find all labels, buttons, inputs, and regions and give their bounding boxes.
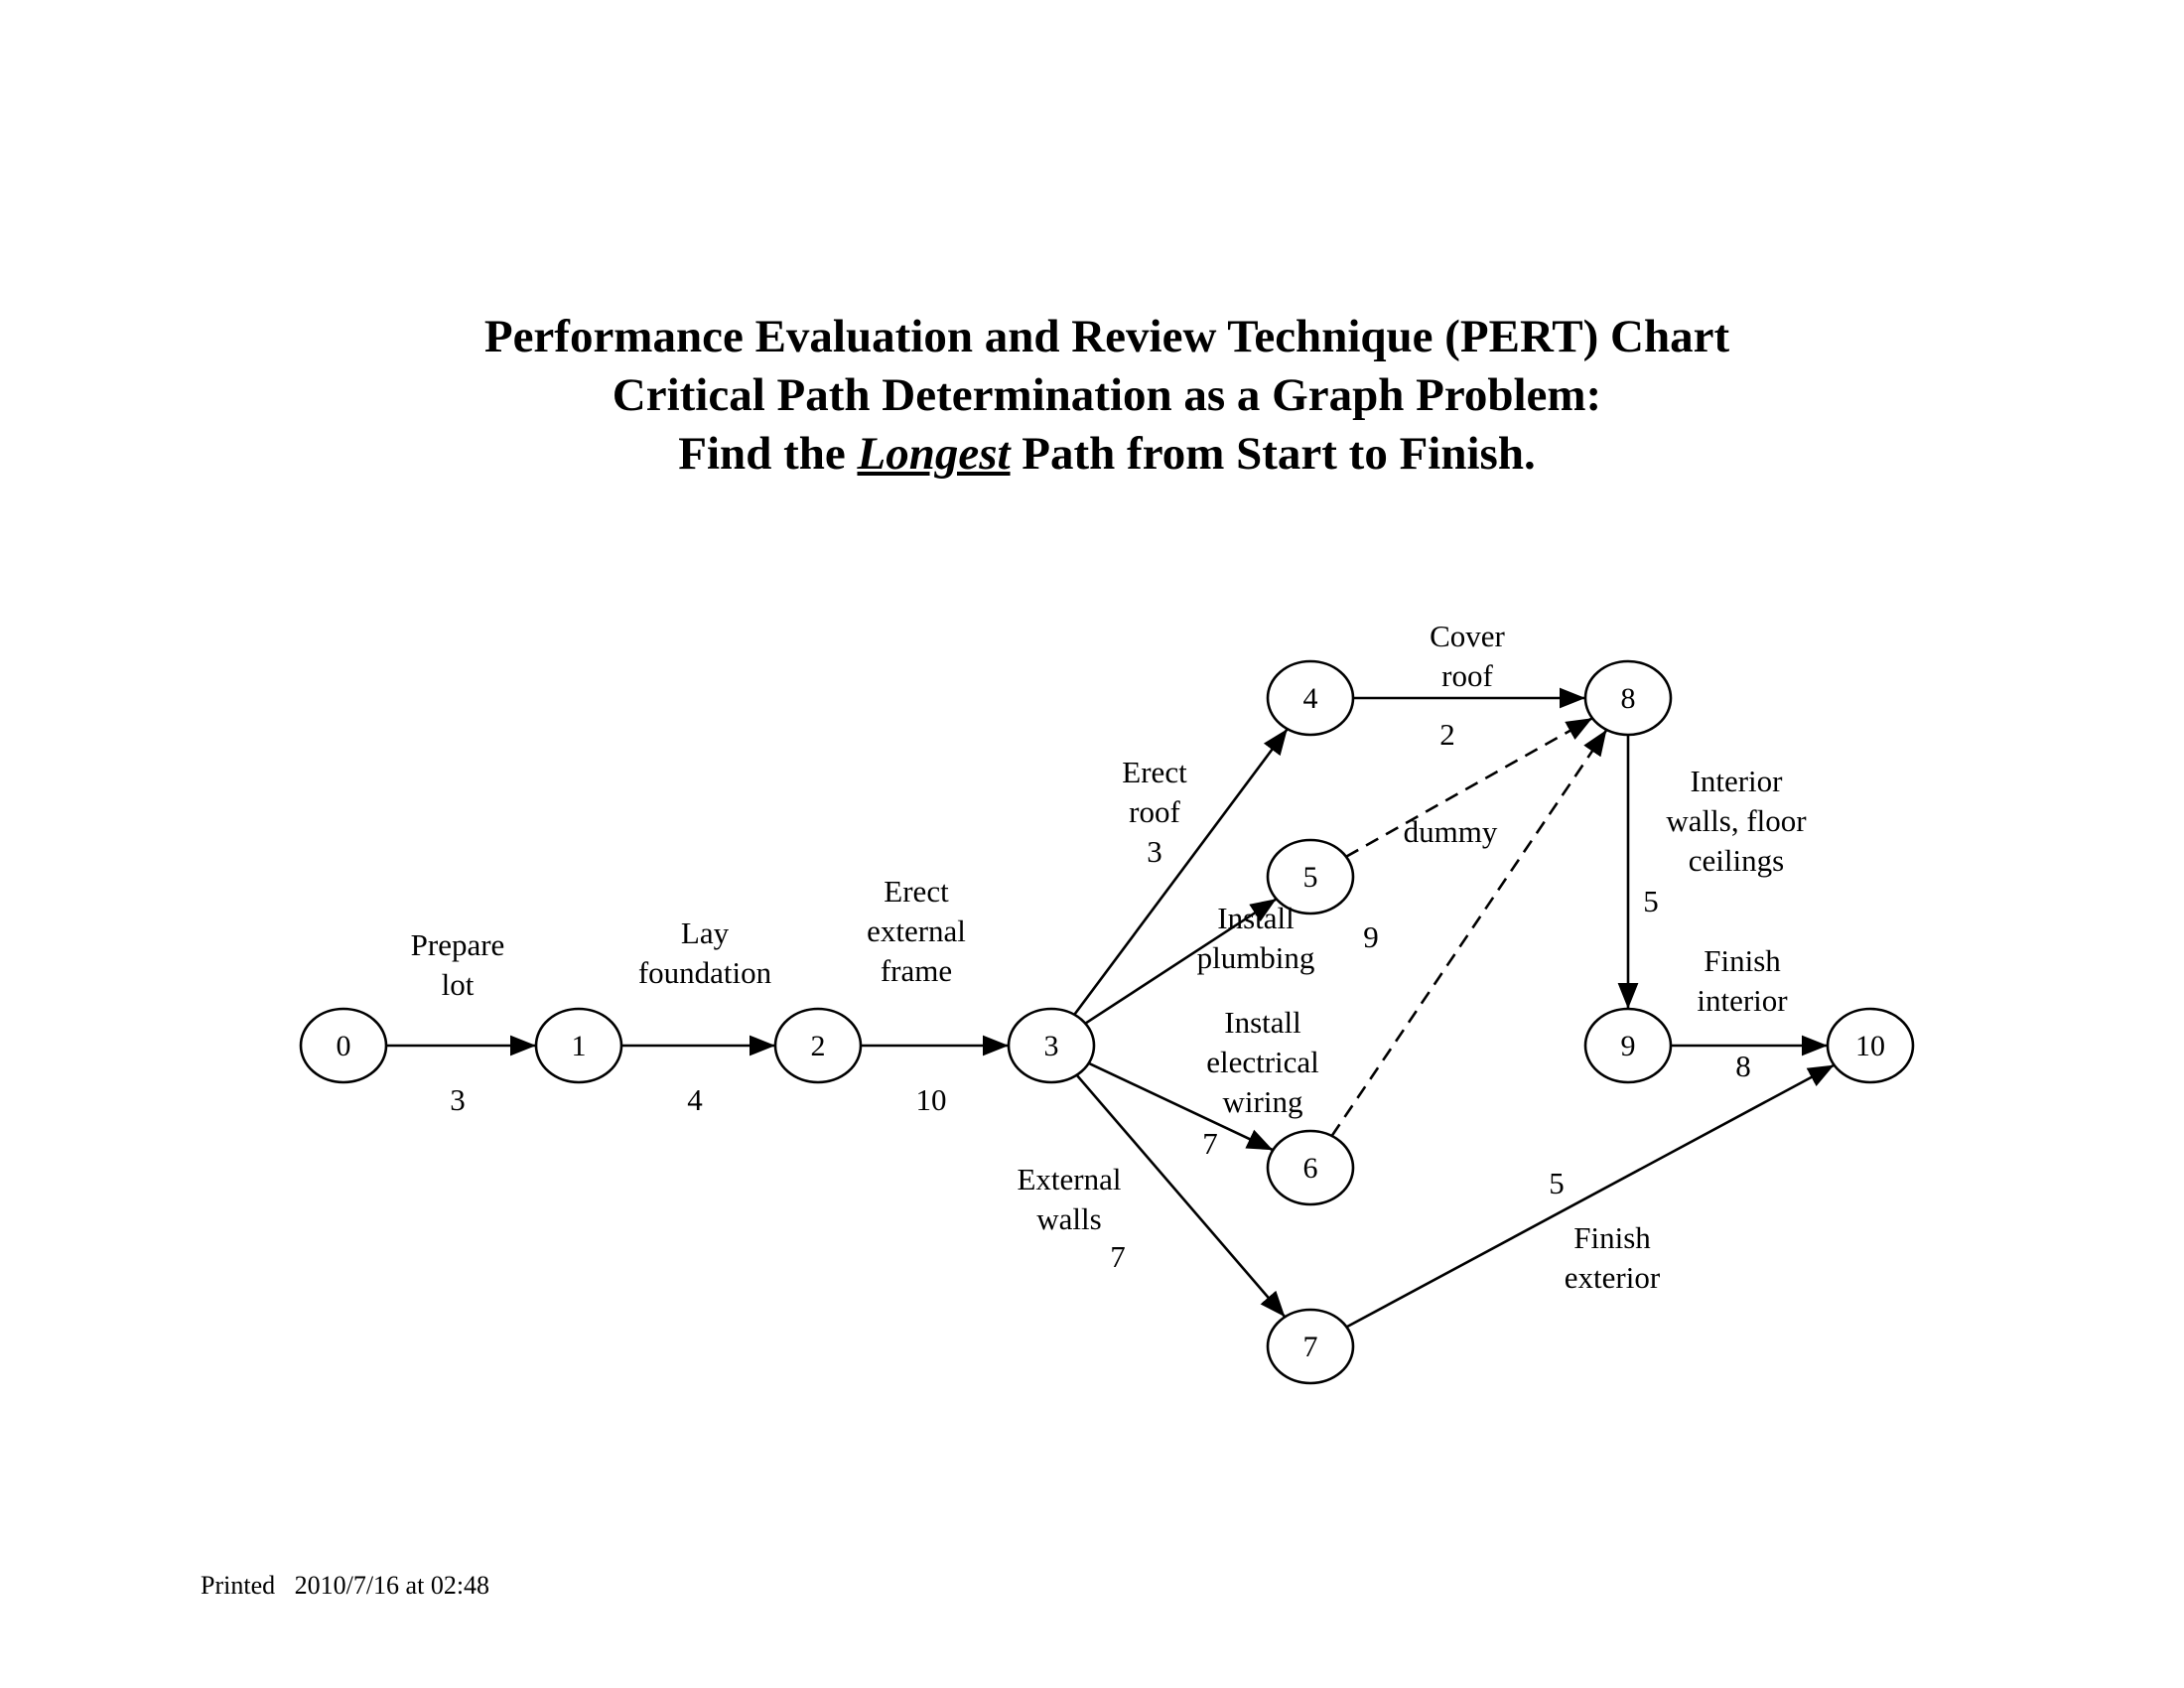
title-line-1: Performance Evaluation and Review Techni… [483, 311, 1730, 362]
title-line-3: Find the Longest Path from Start to Fini… [0, 425, 2184, 484]
node-8: 8 [1583, 659, 1673, 737]
node-1-label: 1 [572, 1030, 587, 1062]
duration-label-1-2: 4 [687, 1082, 703, 1117]
duration-label-2-3: 10 [916, 1082, 947, 1117]
node-9-label: 9 [1621, 1030, 1636, 1062]
node-9: 9 [1583, 1007, 1673, 1084]
node-4-label: 4 [1303, 682, 1318, 715]
edge-3-to-7 [1075, 1073, 1287, 1319]
node-1-circle [534, 1007, 623, 1084]
node-5-label: 5 [1303, 861, 1318, 894]
duration-label-3-7: 7 [1110, 1239, 1126, 1274]
node-10-label: 10 [1855, 1030, 1885, 1062]
duration-label-3-4: 3 [1147, 834, 1162, 869]
node-7-circle [1266, 1308, 1355, 1385]
edge-3-to-6 [1088, 1061, 1274, 1152]
duration-label-3-6: 7 [1202, 1126, 1218, 1161]
edge-6-to-8 [1330, 729, 1608, 1137]
printed-footer: Printed 2010/7/16 at 02:48 [201, 1571, 489, 1601]
node-0-label: 0 [337, 1030, 351, 1062]
edge-3-to-4 [1073, 728, 1289, 1016]
edge-7-to-10 [1345, 1063, 1836, 1329]
node-10-circle [1826, 1007, 1915, 1084]
title-emphasis: Longest [857, 428, 1011, 480]
node-0: 0 [299, 1007, 388, 1084]
node-6-label: 6 [1303, 1152, 1318, 1185]
duration-label-7-10: 5 [1549, 1166, 1565, 1200]
title-line-3-start: Find the [678, 428, 858, 480]
duration-label-0-1: 3 [450, 1082, 466, 1117]
edge-5-to-8 [1345, 717, 1593, 858]
activity-label-5-8: dummy [1404, 814, 1498, 849]
printed-date: 2010/7/16 at 02:48 [294, 1571, 490, 1600]
node-0-circle [299, 1007, 388, 1084]
node-4: 4 [1266, 659, 1355, 737]
node-7: 7 [1266, 1308, 1355, 1385]
title-line-3-end: Path from Start to Finish. [1010, 428, 1536, 480]
edge-3-to-5 [1084, 898, 1278, 1025]
node-2: 2 [773, 1007, 863, 1084]
node-6-circle [1266, 1129, 1355, 1206]
edges-layer [386, 687, 1836, 1329]
duration-label-8-9: 5 [1643, 884, 1659, 918]
node-5-circle [1266, 838, 1355, 915]
node-3-label: 3 [1044, 1030, 1059, 1062]
node-3-circle [1007, 1007, 1096, 1084]
node-4-circle [1266, 659, 1355, 737]
node-7-label: 7 [1303, 1331, 1318, 1363]
node-8-circle [1583, 659, 1673, 737]
node-5: 5 [1266, 838, 1355, 915]
duration-label-3-5: 9 [1363, 919, 1379, 954]
node-2-circle [773, 1007, 863, 1084]
nodes-layer: 0 1 2 3 4 5 6 7 8 9 10 [299, 659, 1915, 1385]
node-6: 6 [1266, 1129, 1355, 1206]
title-line-2: Critical Path Determination as a Graph P… [612, 369, 1602, 421]
node-10: 10 [1826, 1007, 1915, 1084]
page-title: Performance Evaluation and Review Techni… [0, 308, 2184, 484]
node-8-label: 8 [1621, 682, 1636, 715]
node-9-circle [1583, 1007, 1673, 1084]
node-1: 1 [534, 1007, 623, 1084]
printed-label: Printed [201, 1571, 276, 1600]
duration-label-4-8: 2 [1439, 717, 1455, 752]
duration-label-9-10: 8 [1735, 1049, 1751, 1083]
node-3: 3 [1007, 1007, 1096, 1084]
node-2-label: 2 [811, 1030, 826, 1062]
